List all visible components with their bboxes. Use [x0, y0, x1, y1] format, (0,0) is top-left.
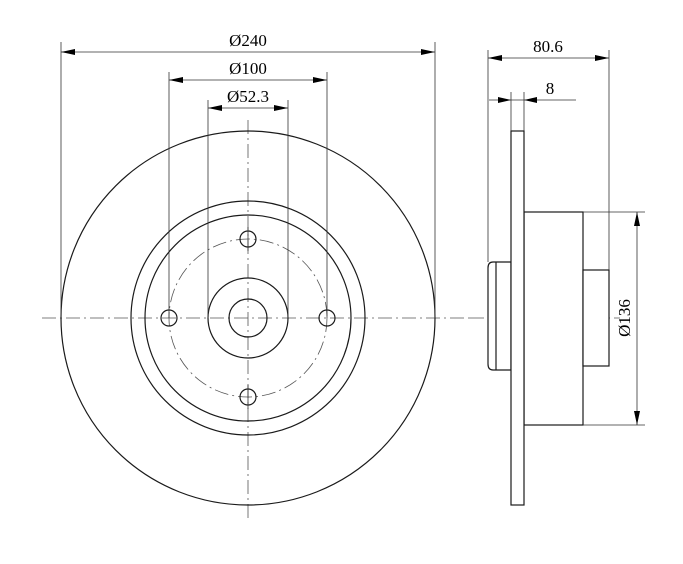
front-view: [42, 120, 470, 520]
arrow-height-left: [488, 55, 502, 61]
center-bore-inner: [228, 298, 268, 338]
hub-outer-ring: [130, 200, 366, 436]
dim-disc-thickness: 8: [489, 79, 576, 131]
arrow-bolt-right: [313, 77, 327, 83]
label-bolt-circle: Ø100: [229, 59, 267, 78]
hub-body: [523, 211, 584, 426]
dim-hub-diameter: Ø136: [583, 211, 645, 426]
label-center-bore: Ø52.3: [227, 87, 269, 106]
arrow-bolt-left: [169, 77, 183, 83]
dim-center-bore: Ø52.3: [207, 87, 289, 318]
arrow-height-right: [595, 55, 609, 61]
dim-outer-diameter: Ø240: [60, 31, 436, 318]
arrow-thickness-right: [524, 97, 537, 103]
dim-bolt-circle: Ø100: [168, 59, 328, 318]
label-hub-diameter: Ø136: [615, 299, 634, 337]
arrow-thickness-left: [498, 97, 511, 103]
arrow-bore-left: [208, 105, 222, 111]
arrow-hub-top: [634, 212, 640, 226]
hub-spigot: [582, 269, 610, 367]
hub-inner-ring: [144, 214, 352, 422]
label-disc-thickness: 8: [546, 79, 555, 98]
arrow-outer-left: [61, 49, 75, 55]
arrow-hub-bottom: [634, 411, 640, 425]
disc-plate: [510, 130, 525, 506]
side-view: [470, 130, 620, 506]
arrow-bore-right: [274, 105, 288, 111]
dim-total-height: 80.6: [487, 37, 610, 270]
label-outer-diameter: Ø240: [229, 31, 267, 50]
label-total-height: 80.6: [533, 37, 563, 56]
arrow-outer-right: [421, 49, 435, 55]
front-boss: [487, 261, 512, 371]
